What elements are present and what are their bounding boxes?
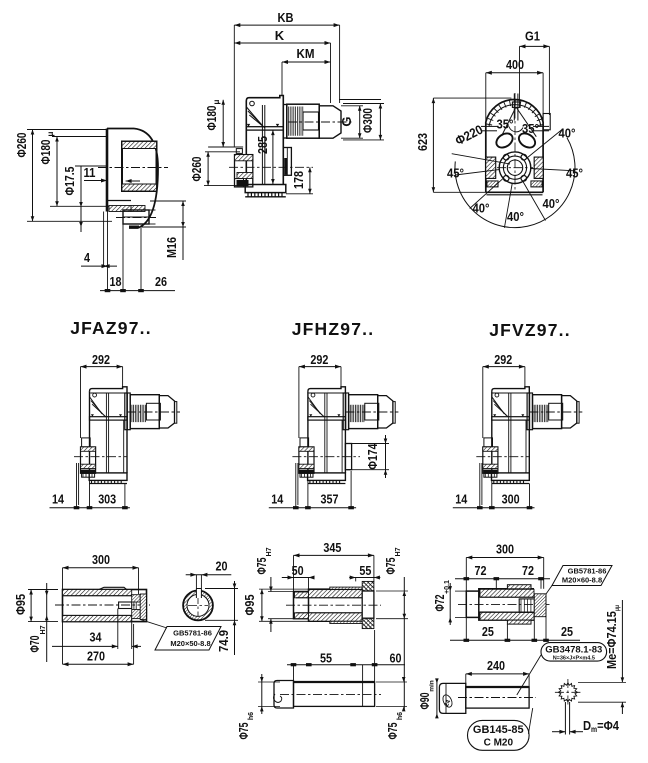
svg-text:Φ75: Φ75 [254, 558, 269, 575]
svg-text:μ: μ [212, 99, 221, 104]
svg-text:Φ75: Φ75 [385, 723, 400, 740]
svg-text:GB5781-86: GB5781-86 [568, 567, 607, 576]
svg-text:H7: H7 [266, 547, 273, 556]
svg-text:292: 292 [310, 352, 328, 367]
svg-text:240: 240 [487, 658, 505, 673]
svg-text:14: 14 [52, 492, 65, 507]
svg-text:400: 400 [506, 57, 524, 72]
svg-text:Φ72: Φ72 [432, 595, 447, 612]
svg-text:11: 11 [84, 165, 96, 180]
svg-text:40°: 40° [543, 197, 560, 211]
svg-text:300: 300 [496, 542, 514, 557]
svg-text:GB3478.1-83: GB3478.1-83 [545, 645, 602, 656]
svg-text:345: 345 [323, 540, 341, 555]
svg-text:55: 55 [320, 651, 332, 666]
svg-text:M20×60-8.8: M20×60-8.8 [562, 576, 602, 585]
svg-text:Φ300: Φ300 [360, 108, 375, 133]
svg-text:KM: KM [297, 46, 315, 61]
svg-text:Φ180: Φ180 [38, 140, 53, 165]
svg-text:JFVZ97..: JFVZ97.. [489, 320, 571, 340]
svg-text:35°: 35° [497, 117, 514, 131]
svg-text:50: 50 [292, 563, 304, 578]
svg-text:285: 285 [255, 136, 270, 154]
svg-text:μ: μ [46, 131, 55, 136]
svg-text:24: 24 [444, 699, 453, 708]
svg-text:M20×50-8.8: M20×50-8.8 [170, 639, 210, 648]
svg-text:60: 60 [390, 651, 402, 666]
svg-text:GB145-85: GB145-85 [473, 724, 524, 736]
svg-text:4: 4 [84, 250, 91, 265]
svg-text:20: 20 [216, 559, 228, 574]
svg-text:Φ180: Φ180 [204, 106, 219, 131]
svg-text:Φ70: Φ70 [27, 636, 42, 653]
svg-text:Φ260: Φ260 [14, 133, 29, 158]
svg-text:300: 300 [92, 552, 110, 567]
svg-text:Me=Φ74.15μμ: Me=Φ74.15μμ [604, 605, 621, 669]
svg-text:Φ75: Φ75 [383, 558, 398, 575]
svg-text:Dm=Φ4: Dm=Φ4 [583, 718, 620, 734]
svg-text:K: K [275, 28, 285, 43]
svg-text:292: 292 [92, 352, 110, 367]
svg-text:14: 14 [455, 492, 468, 507]
svg-text:292: 292 [494, 352, 512, 367]
svg-text:40°: 40° [473, 202, 490, 216]
svg-text:N=36×J×P×m4.5: N=36×J×P×m4.5 [553, 656, 595, 662]
svg-text:Φ95: Φ95 [13, 594, 28, 615]
svg-text:26: 26 [155, 274, 167, 289]
svg-text:25: 25 [561, 624, 573, 639]
svg-text:H7: H7 [395, 547, 402, 556]
svg-text:h6: h6 [248, 712, 255, 720]
svg-text:M16: M16 [164, 237, 179, 258]
svg-text:Φ95: Φ95 [242, 595, 257, 616]
svg-text:h6: h6 [397, 712, 404, 720]
svg-text:300: 300 [502, 492, 520, 507]
svg-text:303: 303 [98, 492, 116, 507]
svg-text:178: 178 [291, 171, 306, 189]
svg-text:Φ260: Φ260 [189, 157, 204, 182]
svg-text:72: 72 [522, 563, 534, 578]
svg-text:357: 357 [321, 492, 339, 507]
svg-text:270: 270 [87, 649, 105, 664]
svg-text:KB: KB [278, 10, 294, 25]
svg-text:Φ75: Φ75 [236, 723, 251, 740]
svg-text:34: 34 [90, 630, 103, 645]
svg-text:18: 18 [110, 274, 122, 289]
svg-text:14: 14 [271, 492, 284, 507]
svg-text:40°: 40° [559, 127, 576, 141]
svg-text:min: min [429, 680, 436, 692]
svg-text:25: 25 [482, 624, 494, 639]
svg-text:JFHZ97..: JFHZ97.. [292, 319, 375, 339]
svg-text:Φ90: Φ90 [417, 693, 432, 710]
svg-text:55: 55 [359, 563, 371, 578]
svg-text:45°: 45° [566, 167, 583, 181]
svg-text:623: 623 [415, 133, 430, 151]
svg-text:Φ174: Φ174 [365, 443, 380, 470]
svg-text:72: 72 [475, 563, 487, 578]
svg-text:45°: 45° [447, 167, 464, 181]
svg-text:JFAZ97..: JFAZ97.. [70, 318, 152, 338]
svg-text:GB5781-86: GB5781-86 [173, 629, 212, 638]
svg-text:74.9: 74.9 [216, 630, 231, 652]
svg-text:C M20: C M20 [484, 738, 514, 749]
svg-text:G: G [339, 116, 354, 126]
svg-text:40°: 40° [507, 210, 524, 224]
svg-text:35°: 35° [522, 122, 539, 136]
svg-text:G1: G1 [525, 29, 540, 44]
svg-text:+0.1: +0.1 [444, 580, 451, 594]
svg-text:Φ17.5: Φ17.5 [62, 167, 77, 196]
svg-text:H7: H7 [40, 625, 47, 634]
